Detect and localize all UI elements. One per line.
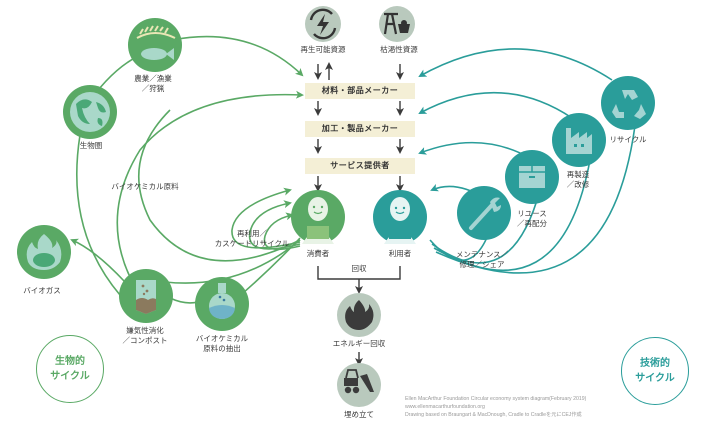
landfill-icon bbox=[337, 363, 381, 407]
flow-consumer-to-compost bbox=[164, 239, 301, 284]
mining-icon bbox=[379, 6, 415, 42]
credit-line: www.ellenmacarthurfoundation.org bbox=[405, 404, 485, 410]
biochem-extraction-node-icon bbox=[195, 277, 249, 331]
flow-recycle-to-materials bbox=[418, 48, 613, 81]
flow-consumer-outer bbox=[138, 109, 301, 262]
biogas-label: バイオガス bbox=[23, 286, 61, 295]
bio-flows bbox=[70, 35, 304, 311]
chain-box-manufacturer: 加工・製品メーカー bbox=[305, 121, 415, 137]
remanufacture-node-icon bbox=[552, 113, 606, 167]
landfill-label: 埋め立て bbox=[344, 410, 374, 419]
chain-box-service-provider: サービス提供者 bbox=[305, 158, 415, 174]
credit-line: Ellen MacArthur Foundation Circular econ… bbox=[405, 396, 587, 402]
chain-box-materials: 材料・部品メーカー bbox=[305, 83, 415, 99]
bio-cycle-title-2: サイクル bbox=[50, 371, 90, 382]
user-label: 利用者 bbox=[388, 249, 412, 258]
biosphere-node-icon bbox=[63, 85, 117, 139]
bio-cycle-badge: 生物的 サイクル bbox=[36, 335, 104, 403]
flow-reuse-to-service bbox=[418, 141, 531, 159]
remanufacture-label: 再製造 ／改修 bbox=[566, 170, 590, 189]
flow-user-to-recycle bbox=[435, 117, 637, 274]
renewable-resources-label: 再生可能資源 bbox=[300, 45, 346, 54]
flow-cascade-1 bbox=[231, 187, 301, 249]
flow-user-to-reuse bbox=[431, 189, 541, 264]
consumer-label: 消費者 bbox=[306, 249, 330, 258]
cascade-label: 再利用／ カスケードリサイクル bbox=[214, 229, 290, 248]
bio-cycle-title-1: 生物的 bbox=[55, 356, 85, 367]
biogas-node-icon bbox=[17, 225, 71, 279]
biosphere-label: 生物圏 bbox=[79, 141, 103, 150]
reuse-node-icon bbox=[505, 150, 559, 204]
biochem-extraction-label: バイオケミカル 原料の抽出 bbox=[195, 334, 249, 353]
compost-label: 嫌気性消化 ／コンポスト bbox=[122, 326, 168, 345]
recycle-node-icon bbox=[601, 76, 655, 130]
energy-recovery-label: エネルギー回収 bbox=[332, 339, 386, 348]
finite-resources-label: 枯渇性資源 bbox=[380, 45, 418, 54]
maintenance-label: メンテナンス／ 修理／シェア bbox=[455, 250, 509, 269]
tech-cycle-title-1: 技術的 bbox=[640, 358, 670, 369]
tech-cycle-title-2: サイクル bbox=[635, 373, 675, 384]
agriculture-node-icon bbox=[128, 18, 182, 72]
collection-label: 回収 bbox=[351, 264, 367, 273]
flow-compost-to-biogas bbox=[70, 238, 126, 283]
flow-agriculture-to-materials bbox=[171, 35, 304, 77]
user-icon bbox=[373, 190, 427, 244]
agriculture-label: 農業／漁業 ／狩猟 bbox=[134, 74, 172, 93]
tech-cycle-badge: 技術的 サイクル bbox=[621, 337, 689, 405]
consumer-icon bbox=[291, 190, 345, 244]
renewable-energy-icon bbox=[305, 6, 341, 42]
flow-biochem-to-materials bbox=[116, 90, 304, 311]
maintenance-node-icon bbox=[457, 186, 511, 240]
recycle-label: リサイクル bbox=[609, 135, 647, 144]
flow-compost-to-biochem bbox=[169, 297, 199, 304]
flow-biosphere-loop bbox=[75, 134, 121, 296]
main-flows bbox=[314, 62, 404, 366]
energy-recovery-icon bbox=[337, 293, 381, 337]
credits: Ellen MacArthur Foundation Circular econ… bbox=[405, 395, 586, 419]
tech-flows bbox=[418, 48, 637, 274]
credit-line: Drawing based on Braungart & MacDnough, … bbox=[405, 412, 582, 418]
compost-node-icon bbox=[119, 269, 173, 323]
reuse-label: リユース ／再配分 bbox=[517, 209, 547, 228]
biochem-feedstock-label: バイオケミカル原料 bbox=[111, 182, 179, 191]
flow-remanufacture-to-manufacturer bbox=[418, 91, 573, 119]
